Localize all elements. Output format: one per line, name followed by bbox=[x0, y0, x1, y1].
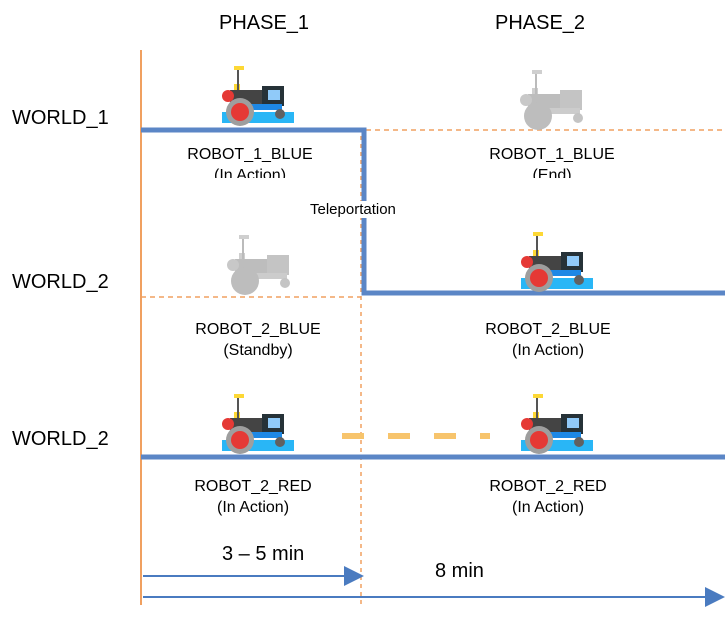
world-2-label: WORLD_2 bbox=[12, 271, 109, 293]
phase1-duration-label: 3 – 5 min bbox=[222, 543, 305, 565]
robot-2-red-phase1-icon bbox=[221, 393, 295, 455]
robot-1-blue-phase2-caption: ROBOT_1_BLUE (End) bbox=[452, 144, 652, 178]
robot-1-blue-phase1-icon bbox=[221, 65, 295, 127]
robot-state: (In Action) bbox=[216, 499, 290, 516]
robot-name: ROBOT_1_BLUE bbox=[489, 146, 615, 163]
robot-1-blue-phase1-caption: ROBOT_1_BLUE (In Action) bbox=[150, 144, 350, 178]
robot-state: (In Action) bbox=[511, 342, 585, 359]
robot-state: (End) bbox=[532, 167, 572, 178]
robot-name: ROBOT_2_RED bbox=[194, 478, 312, 495]
robot-state: (In Action) bbox=[511, 499, 585, 516]
phase-1-label: PHASE_1 bbox=[219, 12, 310, 34]
robot-2-blue-phase2-icon bbox=[520, 231, 594, 293]
robot-state: (Standby) bbox=[223, 342, 293, 359]
robot-state: (In Action) bbox=[213, 167, 287, 178]
robot-2-red-phase2-caption: ROBOT_2_RED (In Action) bbox=[448, 476, 648, 518]
robot-2-blue-phase2-caption: ROBOT_2_BLUE (In Action) bbox=[448, 319, 648, 361]
robot-2-red-phase1-caption: ROBOT_2_RED (In Action) bbox=[153, 476, 353, 518]
world-2-red-label: WORLD_2 bbox=[12, 428, 109, 450]
robot-2-red-phase2-icon bbox=[520, 393, 594, 455]
teleportation-label: Teleportation bbox=[309, 201, 397, 218]
world-1-label: WORLD_1 bbox=[12, 107, 109, 129]
robot-name: ROBOT_2_RED bbox=[489, 478, 607, 495]
total-duration-label: 8 min bbox=[435, 560, 484, 582]
robot-1-blue-phase2-icon bbox=[519, 69, 584, 131]
robot-2-blue-phase1-icon bbox=[226, 234, 291, 296]
robot-name: ROBOT_2_BLUE bbox=[485, 321, 611, 338]
robot-name: ROBOT_2_BLUE bbox=[195, 321, 321, 338]
phase-2-label: PHASE_2 bbox=[495, 12, 586, 34]
robot-name: ROBOT_1_BLUE bbox=[187, 146, 313, 163]
robot-2-blue-phase1-caption: ROBOT_2_BLUE (Standby) bbox=[158, 319, 358, 361]
